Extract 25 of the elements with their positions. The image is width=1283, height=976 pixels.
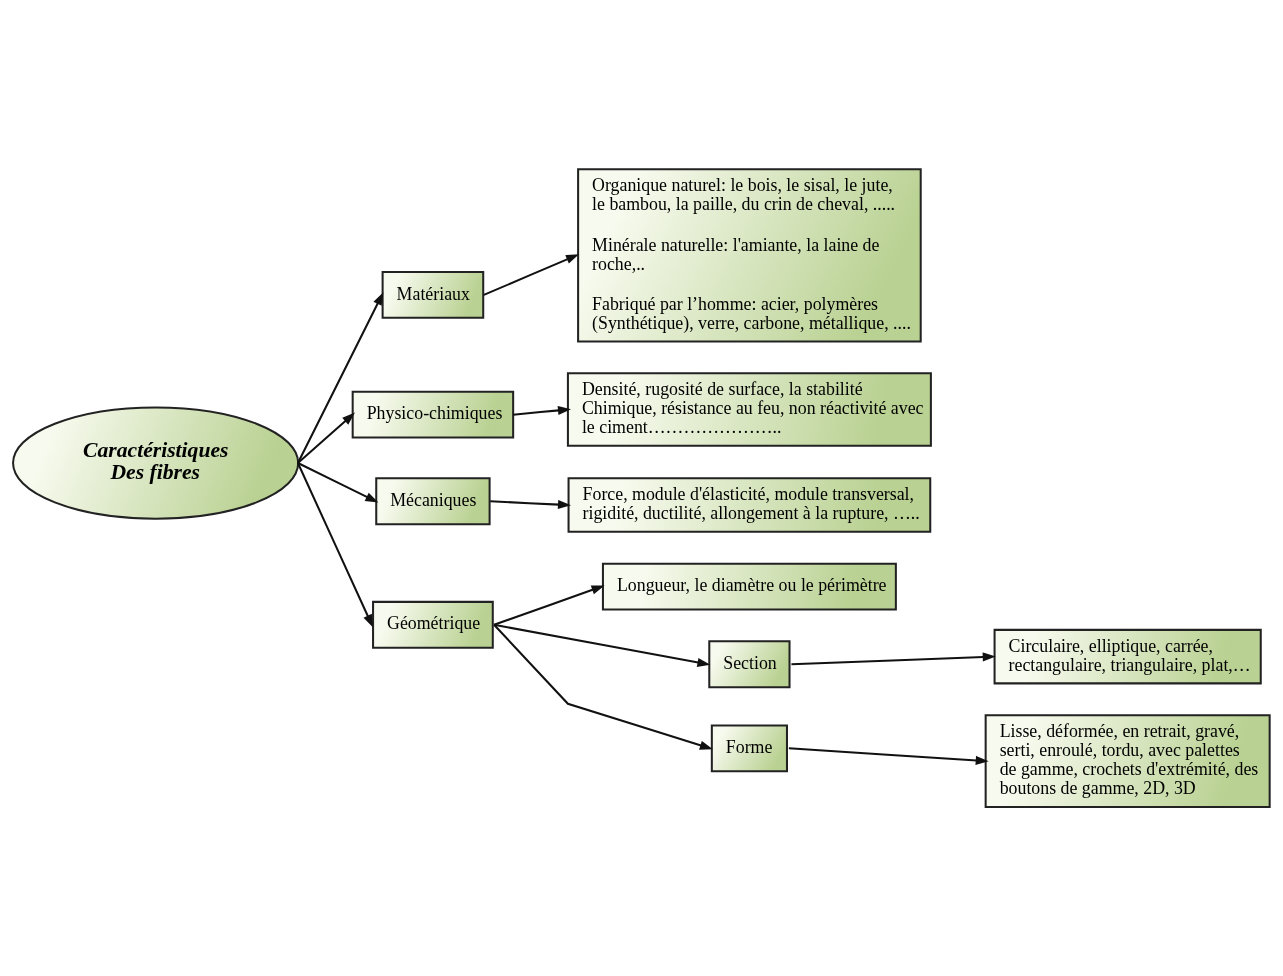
node-box: Densité, rugosité de surface, la stabilité Chimique, résistance au feu, non réactivité avec le ciment………………….. — [566, 372, 932, 447]
node-box: Circulaire, elliptique, carrée, rectangulaire, triangulaire, plat,… — [993, 628, 1262, 685]
node-box: Longueur, le diamètre ou le périmètre — [601, 562, 897, 611]
arrow — [788, 747, 989, 765]
arrow — [297, 462, 379, 503]
arrow — [493, 623, 711, 667]
arrow — [513, 405, 571, 416]
arrow — [493, 585, 605, 626]
arrow — [297, 292, 384, 464]
arrow — [297, 462, 374, 628]
node-box: Géométrique — [372, 600, 494, 649]
arrow — [490, 500, 571, 510]
node-box: Organique naturel: le bois, le sisal, le jute, le bambou, la paille, du crin de cheval, ..... Minérale naturelle: l'amiante, la laine de roche,.. Fabriqué par l’homme: acier, polymères (Synthétique), verre, carbone, métallique, .... — [577, 168, 922, 343]
node-box: Matériaux — [381, 271, 485, 319]
node-box: Force, module d'élasticité, module transversal, rigidité, ductilité, allongement à la rupture, ….. — [567, 477, 932, 533]
node-box: Forme — [710, 724, 788, 773]
arrow — [791, 652, 996, 666]
node-box: Section — [708, 640, 791, 689]
node-ellipse: Caractéristiques Des fibres — [12, 406, 300, 520]
node-box: Lisse, déformée, en retrait, gravé, serti, enroulé, tordu, avec palettes de gamme, crochets d'extrémité, des boutons de gamme, 2D, 3D — [984, 714, 1271, 808]
arrow — [297, 412, 355, 464]
arrow — [483, 254, 580, 296]
arrow — [493, 624, 713, 750]
node-box: Physico-chimiques — [351, 390, 515, 439]
node-box: Mécaniques — [375, 477, 491, 526]
